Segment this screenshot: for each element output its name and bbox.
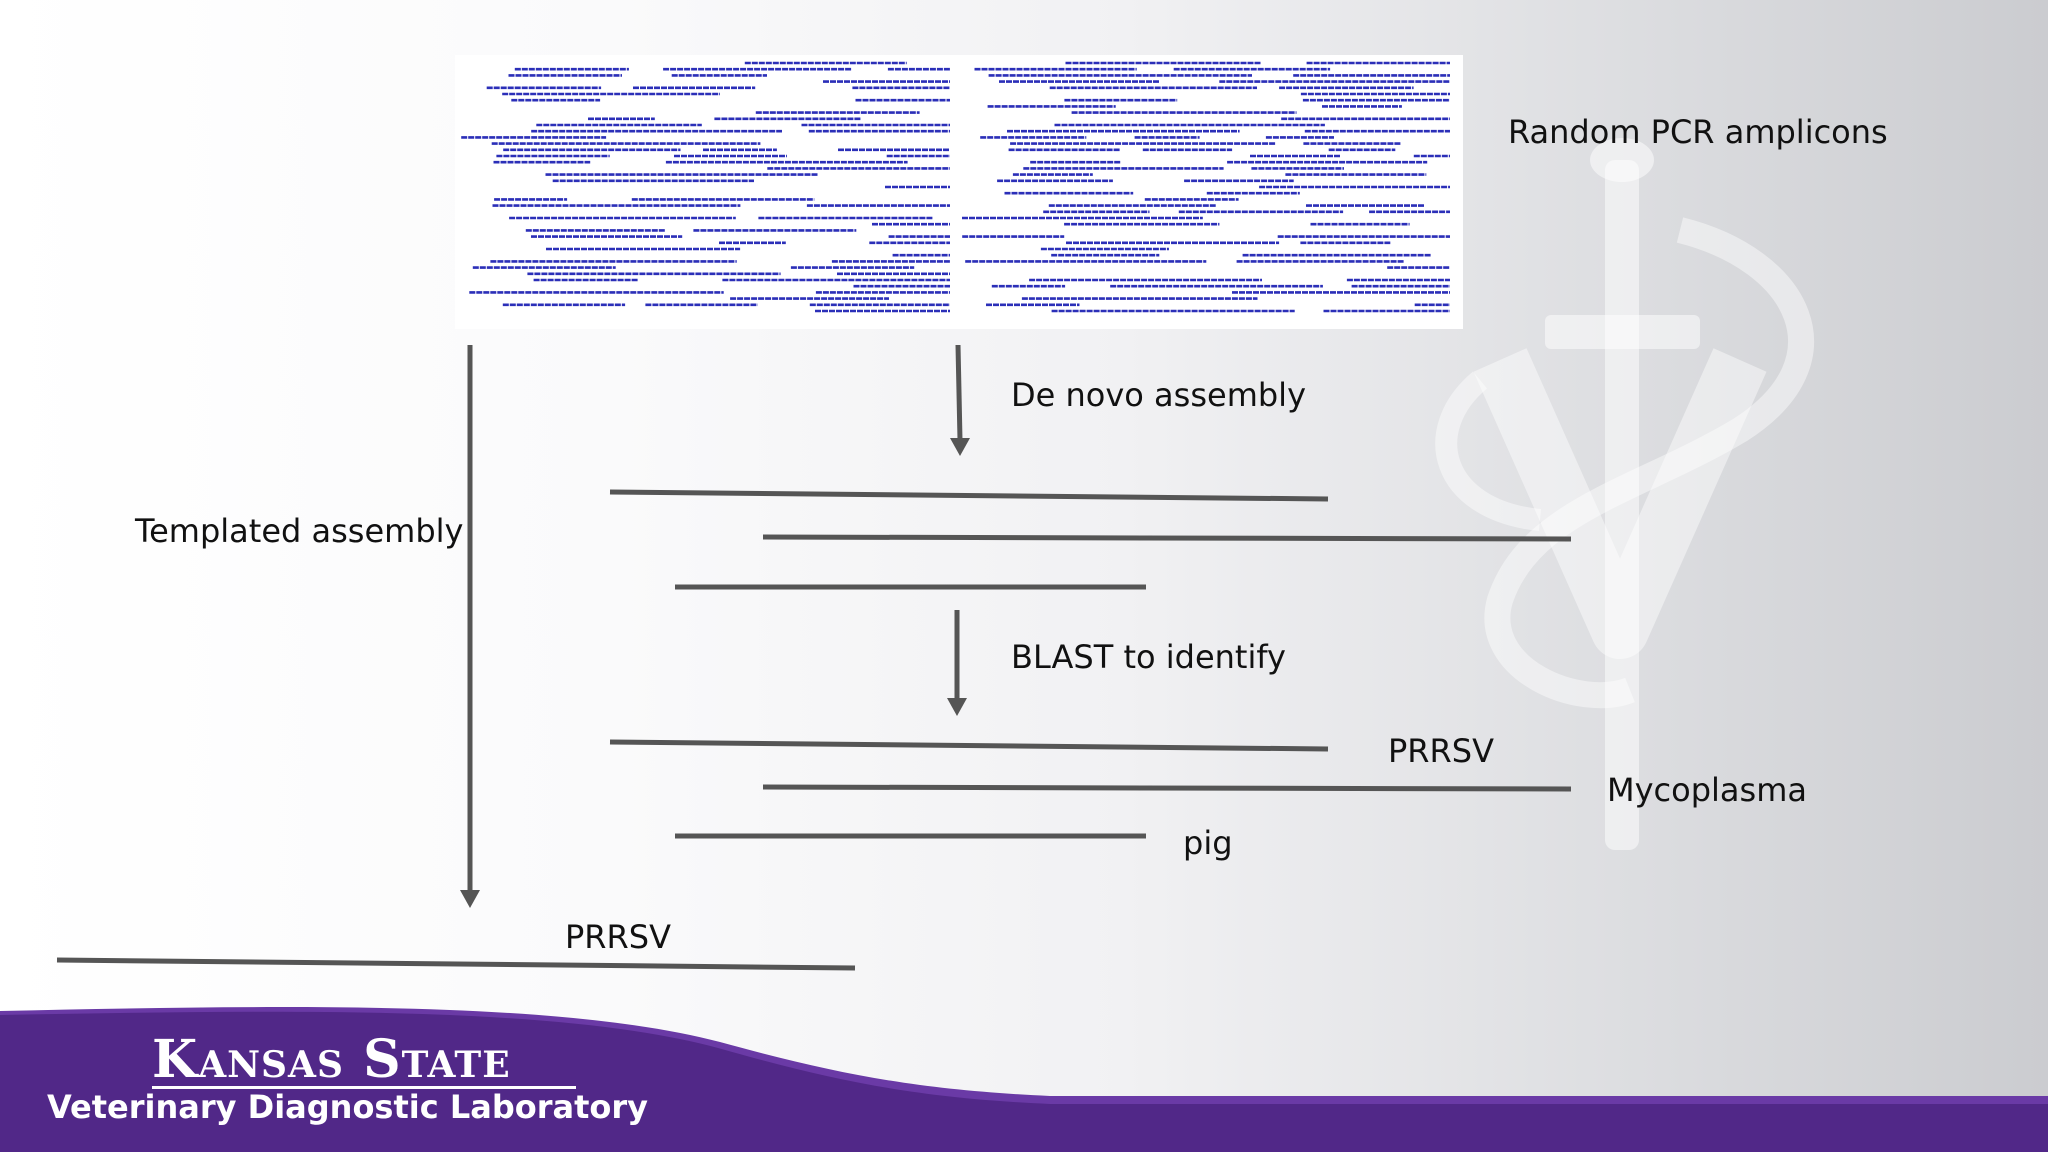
contig-line: [762, 534, 1572, 542]
identified-contig-mycoplasma: [762, 784, 1572, 792]
contig-line: [609, 489, 1329, 502]
hit-pig-label: pig: [1183, 824, 1233, 862]
institution-logo-text: Kansas State: [152, 1029, 511, 1090]
veterinary-caduceus-watermark: [1435, 138, 1814, 850]
templated-prrsv-genome: [56, 957, 856, 971]
de-novo-assembly-label: De novo assembly: [1011, 376, 1306, 414]
templated-assembly-arrowhead: [460, 890, 480, 908]
hit-mycoplasma-label: Mycoplasma: [1607, 771, 1807, 809]
logo-divider: [152, 1086, 576, 1089]
sequencing-reads: [461, 61, 1450, 313]
random-pcr-amplicons-label: Random PCR amplicons: [1508, 113, 1888, 151]
templated-prrsv-label: PRRSV: [565, 918, 671, 956]
templated-assembly-label: Templated assembly: [135, 512, 464, 550]
random-pcr-reads-panel: [455, 55, 1463, 329]
blast-to-identify-label: BLAST to identify: [1011, 638, 1286, 676]
department-name: Veterinary Diagnostic Laboratory: [47, 1088, 649, 1126]
blast-arrowhead: [947, 698, 967, 716]
de-novo-arrowhead: [950, 438, 970, 456]
hit-prrsv-label: PRRSV: [1388, 732, 1494, 770]
identified-contig-prrsv: [609, 739, 1329, 752]
de-novo-arrow: [955, 344, 963, 441]
